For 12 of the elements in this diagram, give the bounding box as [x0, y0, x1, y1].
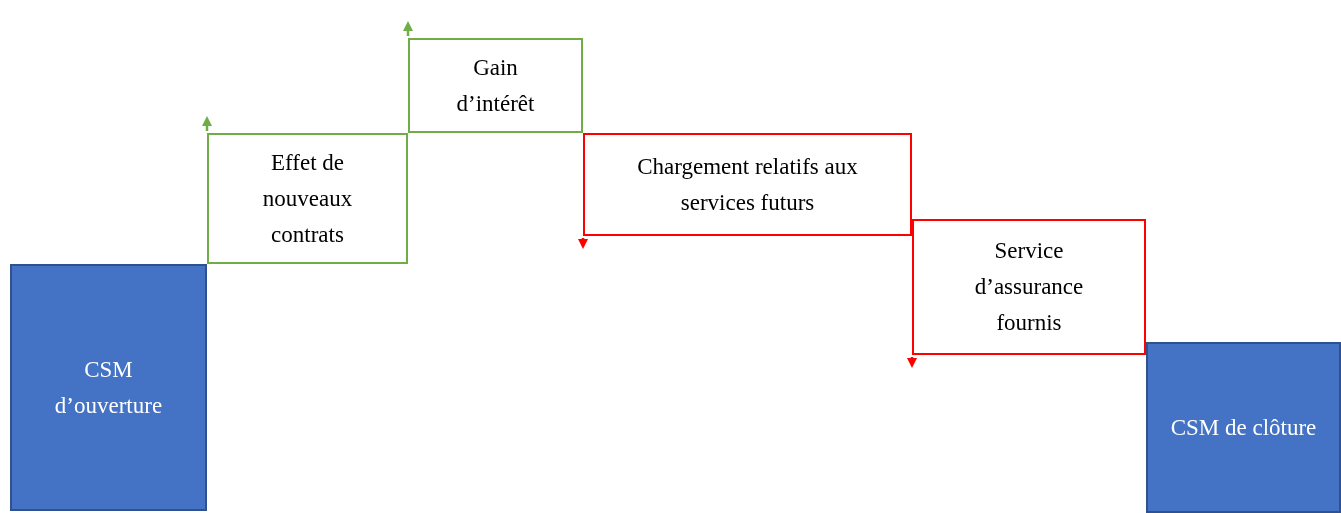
step-label: Gain d’intérêt — [455, 53, 536, 118]
step-box — [408, 38, 583, 133]
step-box — [583, 133, 912, 236]
step-label: Chargement relatifs aux services futurs — [636, 152, 859, 217]
step-label: CSM de clôture — [1170, 413, 1317, 442]
step-label: Service d’assurance fournis — [973, 237, 1085, 337]
step-box — [912, 219, 1146, 355]
total-bar — [10, 264, 207, 511]
step-label: Effet de nouveaux contrats — [261, 148, 354, 249]
step-label: CSM d’ouverture — [53, 355, 164, 420]
step-box — [207, 133, 408, 264]
total-bar — [1146, 342, 1341, 513]
